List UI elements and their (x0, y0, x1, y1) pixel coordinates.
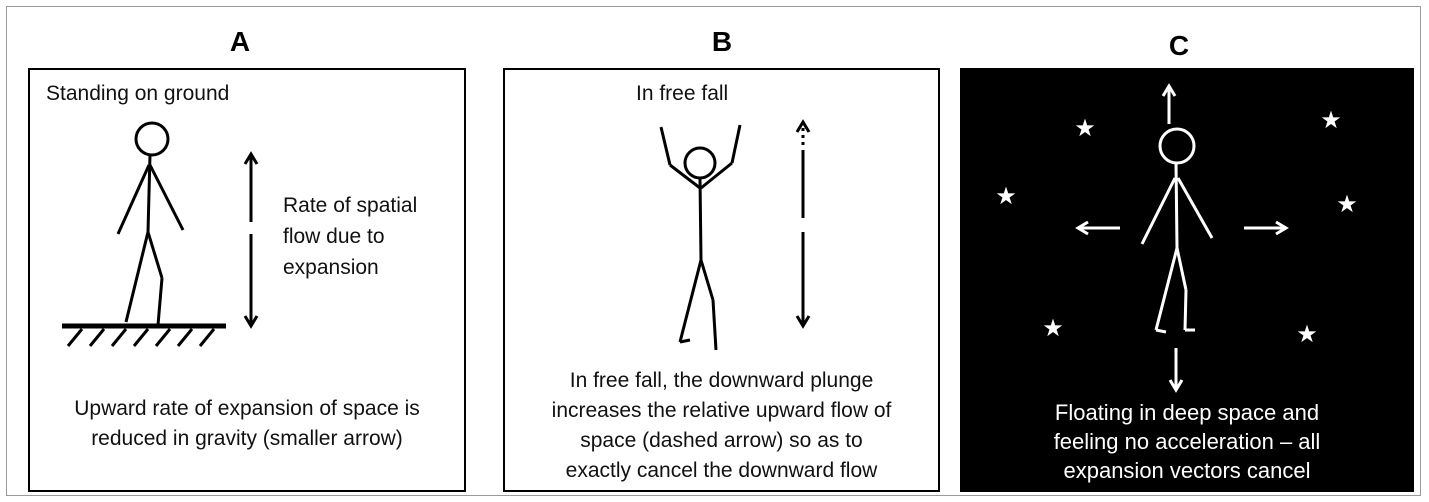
svg-text:★: ★ (1074, 114, 1096, 142)
svg-text:★: ★ (1296, 320, 1318, 348)
stick-figure-icon (1140, 127, 1214, 334)
panel-b-letter: B (711, 26, 733, 57)
arrow-icon (1075, 83, 1289, 393)
ground-hatch-icon (62, 323, 226, 347)
panel-c (960, 68, 1414, 492)
svg-text:★: ★ (1320, 106, 1342, 134)
svg-text:★: ★ (1336, 190, 1358, 218)
panel-a-caption: Upward rate of expansion of space is red… (74, 397, 420, 450)
stick-figure-icon (116, 121, 185, 326)
panel-b-heading: In free fall (636, 82, 729, 105)
arrow-icon (795, 119, 811, 329)
star-icon: ★ ★ ★ ★ ★ ★ (995, 106, 1358, 348)
panel-a-heading: Standing on ground (46, 82, 230, 105)
svg-text:★: ★ (1042, 314, 1064, 342)
panel-c-caption: Floating in deep space and feeling no ac… (1053, 400, 1321, 483)
panel-c-letter: C (1168, 30, 1190, 61)
panel-a (28, 68, 466, 492)
panel-b-caption: In free fall, the downward plunge increa… (551, 369, 892, 482)
arrow-icon (243, 151, 259, 329)
stick-figure-icon (659, 124, 742, 351)
panel-b (503, 68, 940, 492)
figure-frame (6, 6, 1421, 496)
svg-text:★: ★ (995, 182, 1017, 210)
panel-a-arrow-label: Rate of spatial flow due to expansion (283, 194, 418, 279)
panel-a-letter: A (229, 26, 251, 57)
